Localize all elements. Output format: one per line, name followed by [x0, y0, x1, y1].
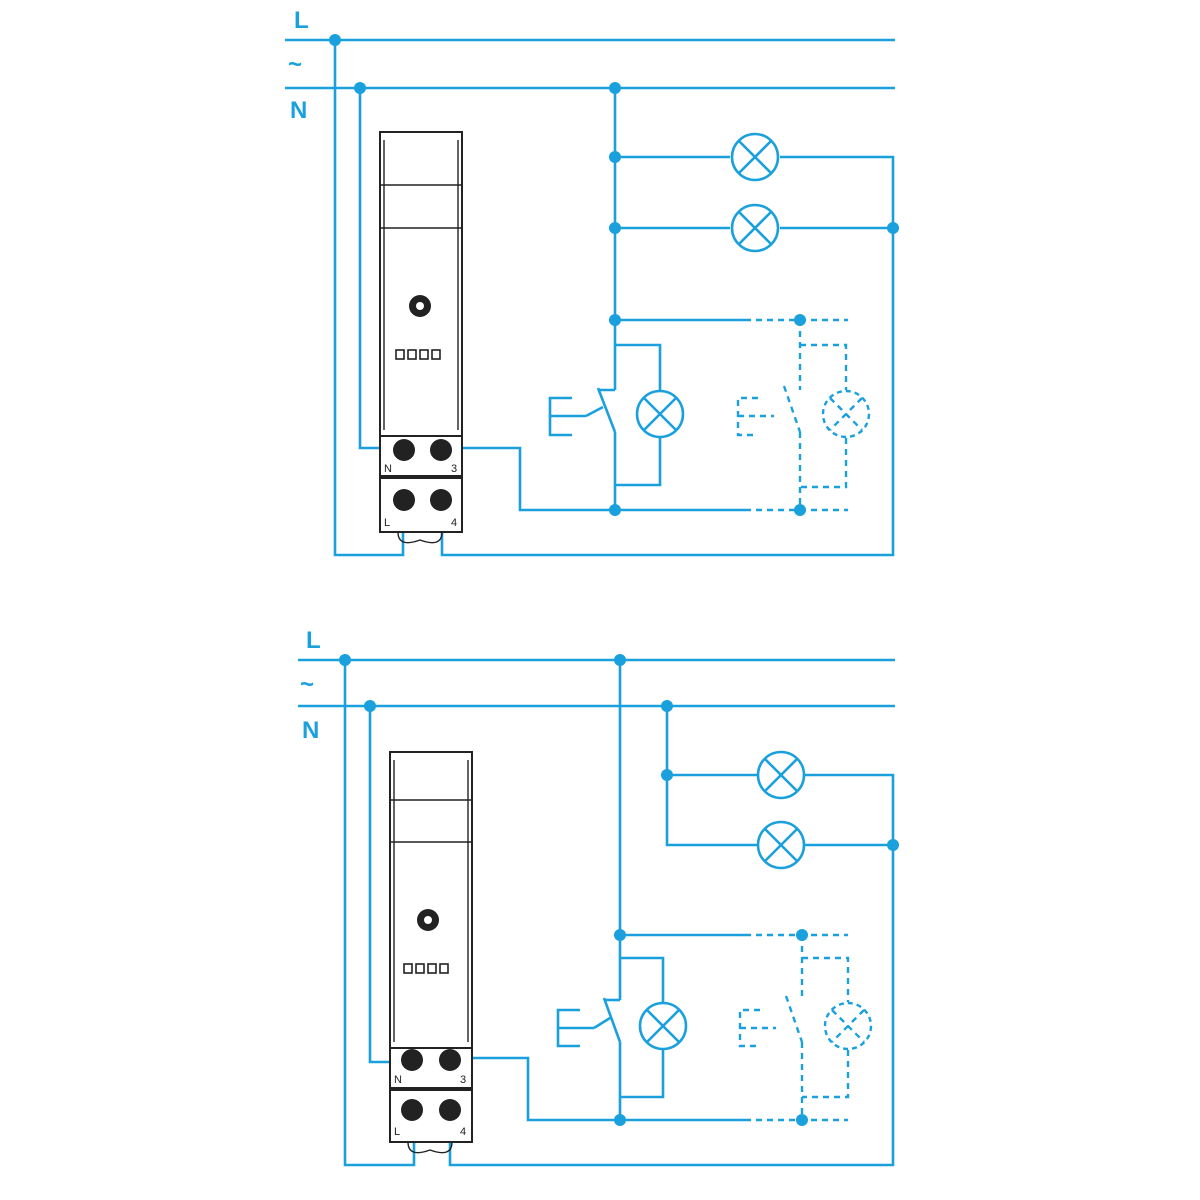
neutral-label: N — [302, 717, 319, 744]
terminal-screw-icon — [430, 489, 452, 511]
pushbutton-switch — [556, 997, 622, 1120]
terminal-label: L — [394, 1126, 400, 1138]
lamp-icon — [730, 203, 780, 253]
optional-pushbutton — [738, 933, 873, 1122]
terminal-screw-icon — [393, 489, 415, 511]
din-clip — [407, 1141, 453, 1154]
ac-symbol: ~ — [300, 671, 314, 698]
pushbutton-switch — [548, 387, 617, 510]
live-feed-wire — [333, 40, 405, 557]
neutral-label: N — [290, 97, 307, 124]
indicator-wire-bottom — [615, 438, 662, 487]
indicator-wire-top — [620, 956, 665, 1002]
terminal-label: N — [394, 1074, 402, 1086]
lamp-icon — [756, 750, 806, 800]
led-indicators — [395, 349, 441, 360]
terminal-screw-icon — [439, 1049, 461, 1071]
lamp-return-wire — [440, 155, 895, 557]
terminal-screw-icon — [393, 439, 415, 461]
switch-return-wire — [466, 1056, 745, 1122]
indicator-lamp — [635, 389, 685, 439]
live-label: L — [306, 627, 321, 654]
indicator-wire-bottom — [620, 1050, 665, 1099]
wiring-diagram-1: L ~ N — [285, 7, 899, 557]
lamp-icon — [756, 820, 806, 870]
terminal-label: L — [384, 517, 390, 529]
adjustment-knob-icon[interactable] — [409, 295, 431, 317]
lamp-icon — [730, 132, 780, 182]
terminal-label: 4 — [460, 1126, 466, 1138]
junction-dots — [329, 34, 899, 516]
terminal-label: 3 — [451, 463, 457, 475]
optional-pushbutton — [736, 318, 871, 512]
terminal-screw-icon — [430, 439, 452, 461]
din-rail-device: N 3 L 4 — [389, 751, 473, 1154]
switch-return-wire — [458, 446, 745, 512]
terminal-screw-icon — [401, 1049, 423, 1071]
junction-dots — [339, 654, 899, 1126]
wiring-diagram-2: L ~ N — [298, 627, 899, 1167]
indicator-wire-top — [615, 343, 662, 390]
neutral-branch — [665, 706, 757, 847]
ac-symbol: ~ — [288, 51, 302, 78]
live-feed-wire — [343, 660, 416, 1167]
terminal-label: N — [384, 463, 392, 475]
terminal-label: 3 — [460, 1074, 466, 1086]
terminal-label: 4 — [451, 517, 457, 529]
lamp-return-wire — [448, 773, 895, 1167]
indicator-lamp — [638, 1001, 688, 1051]
adjustment-knob-icon[interactable] — [417, 909, 439, 931]
terminal-screw-icon — [401, 1099, 423, 1121]
led-indicators — [403, 963, 449, 974]
live-label: L — [294, 7, 309, 34]
din-rail-device: N 3 L 4 — [379, 131, 463, 544]
terminal-screw-icon — [439, 1099, 461, 1121]
din-clip — [397, 531, 443, 544]
